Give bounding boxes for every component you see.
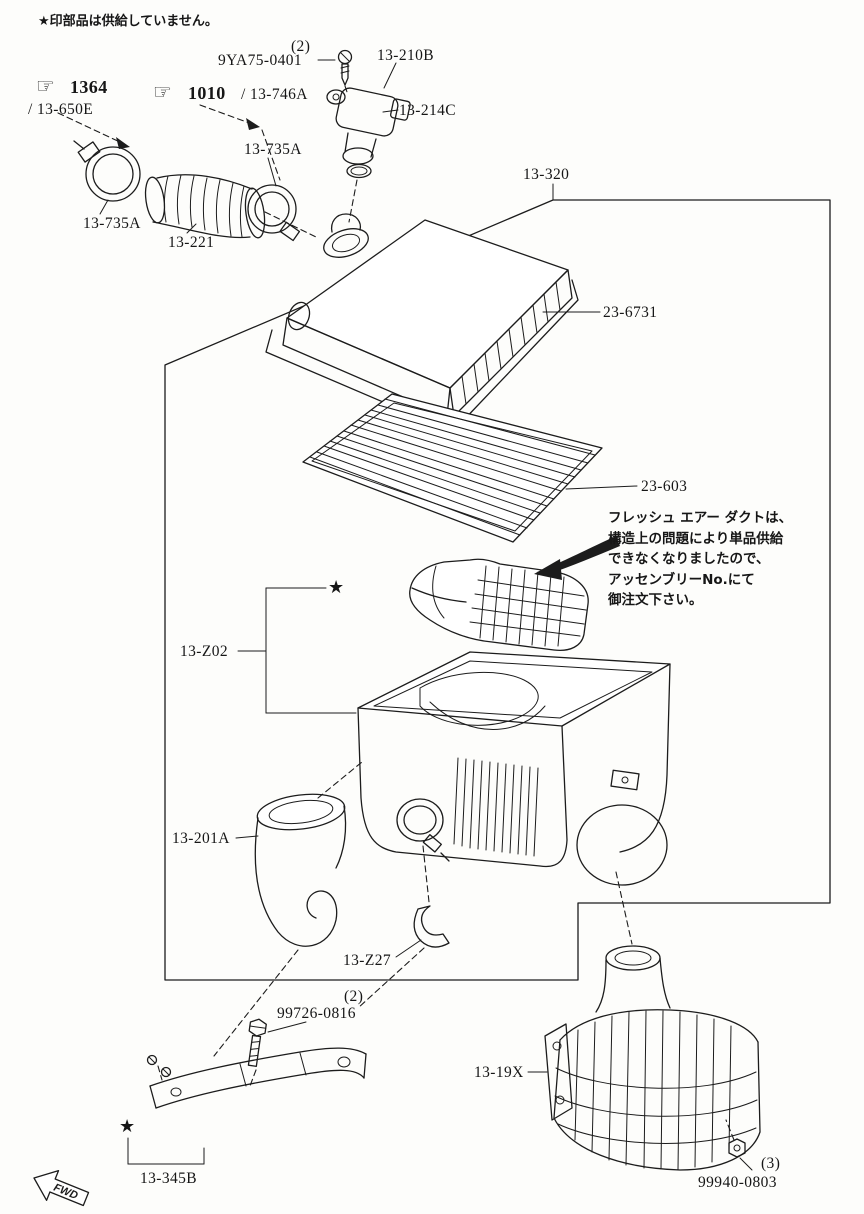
label-snorkel: 13-201A [172, 830, 230, 847]
label-hose: 13-221 [168, 234, 215, 251]
fresh-air-note-line: できなくなりましたので、 [608, 551, 770, 567]
label-nut: 99940-0803 [698, 1174, 777, 1191]
resonator-drawing [544, 945, 761, 1171]
filter-element-drawing [302, 393, 603, 543]
leader-lines [99, 59, 753, 1171]
star-mark-bracket: ★ [119, 1116, 136, 1137]
pointing-hand-icon: ☞ [153, 80, 172, 104]
air-cleaner-case-drawing [357, 651, 671, 886]
fresh-air-duct-note: フレッシュ エアー ダクトは、 構造上の問題により単品供給 できなくなりましたの… [608, 508, 792, 611]
clamp-right-drawing [247, 184, 301, 242]
label-clip: 13-Z27 [343, 952, 392, 969]
bolt-drawing [247, 1018, 267, 1067]
label-ref-1010: 1010 [188, 83, 226, 103]
duct-case-group-bracket [237, 587, 357, 714]
label-bolt-qty: (2) [344, 988, 364, 1005]
label-assembly: 13-320 [523, 166, 570, 183]
label-resonator: 13-19X [474, 1064, 524, 1081]
fresh-air-note-line: 構造上の問題により単品供給 [608, 530, 784, 547]
note-arrow [534, 536, 620, 580]
label-nut-qty: (3) [761, 1155, 781, 1172]
label-screw-qty: (2) [291, 38, 311, 55]
label-maf-assy: 13-210B [377, 47, 435, 64]
snorkel-drawing [254, 793, 347, 947]
assembly-dashed-lines [57, 104, 735, 1141]
label-ref-13-746A: / 13-746A [241, 86, 308, 103]
pointing-hand-icon: ☞ [36, 74, 55, 98]
label-cover: 23-6731 [603, 304, 658, 321]
clip-drawing [413, 905, 450, 948]
screw-drawing [337, 49, 353, 93]
fresh-air-note-line: フレッシュ エアー ダクトは、 [608, 510, 793, 526]
label-bolt: 99726-0816 [277, 1005, 356, 1022]
label-screw: 9YA75-0401 [218, 52, 303, 69]
clamp-mid-drawing [396, 798, 450, 862]
nut-drawing [728, 1138, 746, 1158]
fwd-arrow: FWD [33, 1170, 90, 1207]
label-ref-1364: 1364 [70, 77, 108, 97]
label-clamp-left: 13-735A [83, 215, 141, 232]
assembly-boundary-box [164, 183, 831, 981]
label-element: 23-603 [641, 478, 688, 495]
label-duct-case: 13-Z02 [180, 643, 229, 660]
supply-note: ★印部品は供給していません。 [38, 14, 218, 29]
label-ref-13-650E: / 13-650E [28, 101, 94, 118]
label-clamp-upper: 13-735A [244, 141, 302, 158]
clamp-left-drawing [73, 140, 141, 202]
fresh-air-note-line: アッセンブリーNo.にて [608, 571, 755, 588]
intake-hose-drawing [144, 174, 266, 239]
label-maf-sensor: 13-214C [399, 102, 457, 119]
air-cleaner-cover-drawing [265, 213, 579, 429]
fwd-arrow-label: FWD [52, 1182, 80, 1203]
bracket-drawing [146, 1047, 367, 1109]
maf-sensor-drawing [326, 87, 411, 179]
star-mark-duct: ★ [328, 577, 345, 598]
label-bracket: 13-345B [140, 1170, 198, 1187]
fresh-air-duct-drawing [409, 558, 589, 652]
fresh-air-note-line: 御注文下さい。 [608, 592, 703, 608]
